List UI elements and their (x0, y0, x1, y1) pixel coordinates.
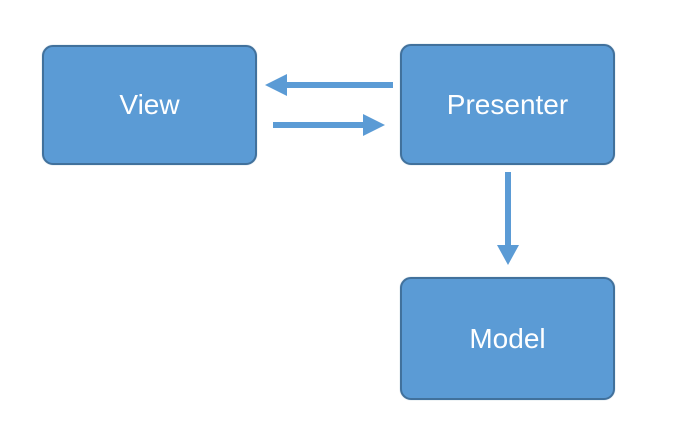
node-presenter: Presenter (400, 44, 615, 165)
node-view-label: View (119, 89, 180, 120)
node-presenter-label: Presenter (446, 88, 569, 120)
node-model-label: Model (469, 322, 546, 354)
arrow-presenter-to-model-icon (497, 172, 519, 265)
arrow-presenter-to-view-icon (265, 74, 393, 96)
arrow-view-to-presenter-icon (273, 114, 385, 136)
node-view: View (42, 45, 257, 165)
node-model: Model (400, 277, 615, 400)
